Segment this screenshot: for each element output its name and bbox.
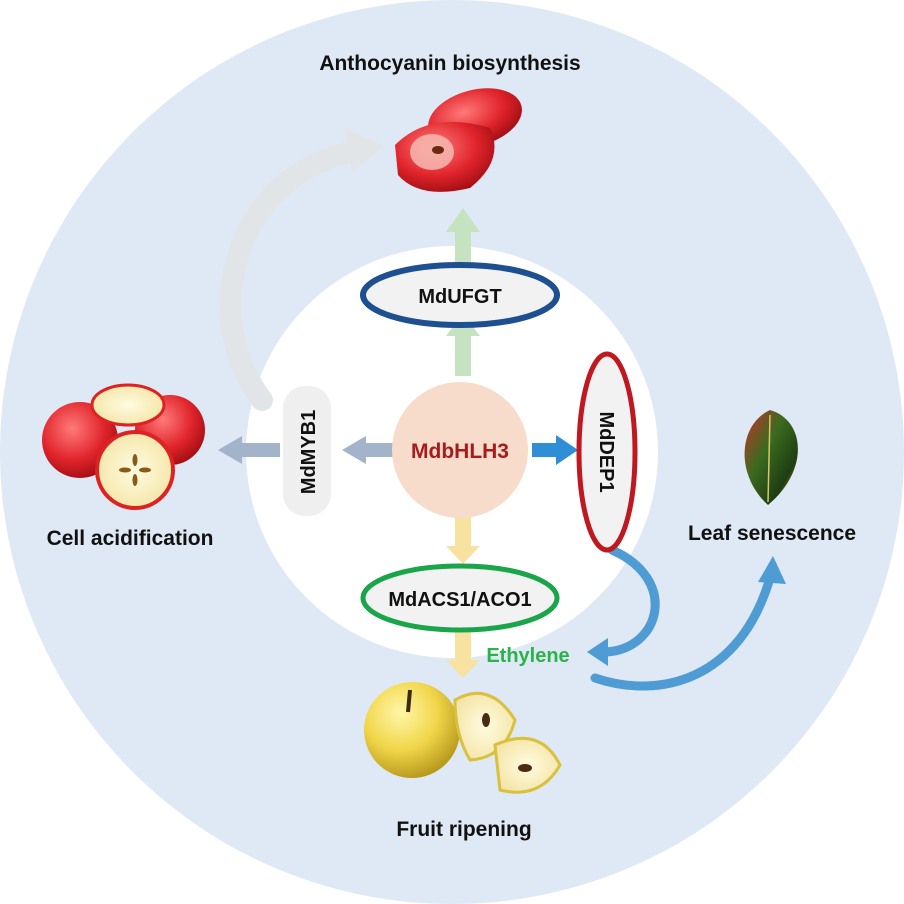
senescence-label: Leaf senescence [688,522,856,545]
ethylene-label: Ethylene [486,645,569,667]
red-apple-icon [395,88,522,192]
cut-red-apples-icon [42,383,205,510]
ufgt-label: MdUFGT [418,286,501,308]
myb1-node [283,386,331,516]
ripening-label: Fruit ripening [396,818,531,841]
anthocyanin-label: Anthocyanin biosynthesis [319,52,580,75]
dep1-node-ring [576,351,638,553]
myb1-label: MdMYB1 [298,410,320,494]
leaf-icon [744,410,798,505]
center-label: MdbHLH3 [411,440,509,463]
arrow-right-dep1 [532,435,578,465]
arrow-down-acs [446,516,480,678]
blue-curve-dep1-ethylene [587,545,660,666]
blue-curve-ethylene-senescence [590,556,786,691]
acs-node-ring [360,563,560,633]
center-node [392,382,528,518]
ufgt-node-ring [360,262,560,328]
arrow-left-myb1 [218,436,394,464]
yellow-apples-icon [364,682,562,794]
dep1-label: MdDEP1 [595,411,617,492]
acs-label: MdACS1/ACO1 [388,589,531,611]
acidification-label: Cell acidification [47,527,214,550]
grey-curve-arrow [219,128,385,411]
